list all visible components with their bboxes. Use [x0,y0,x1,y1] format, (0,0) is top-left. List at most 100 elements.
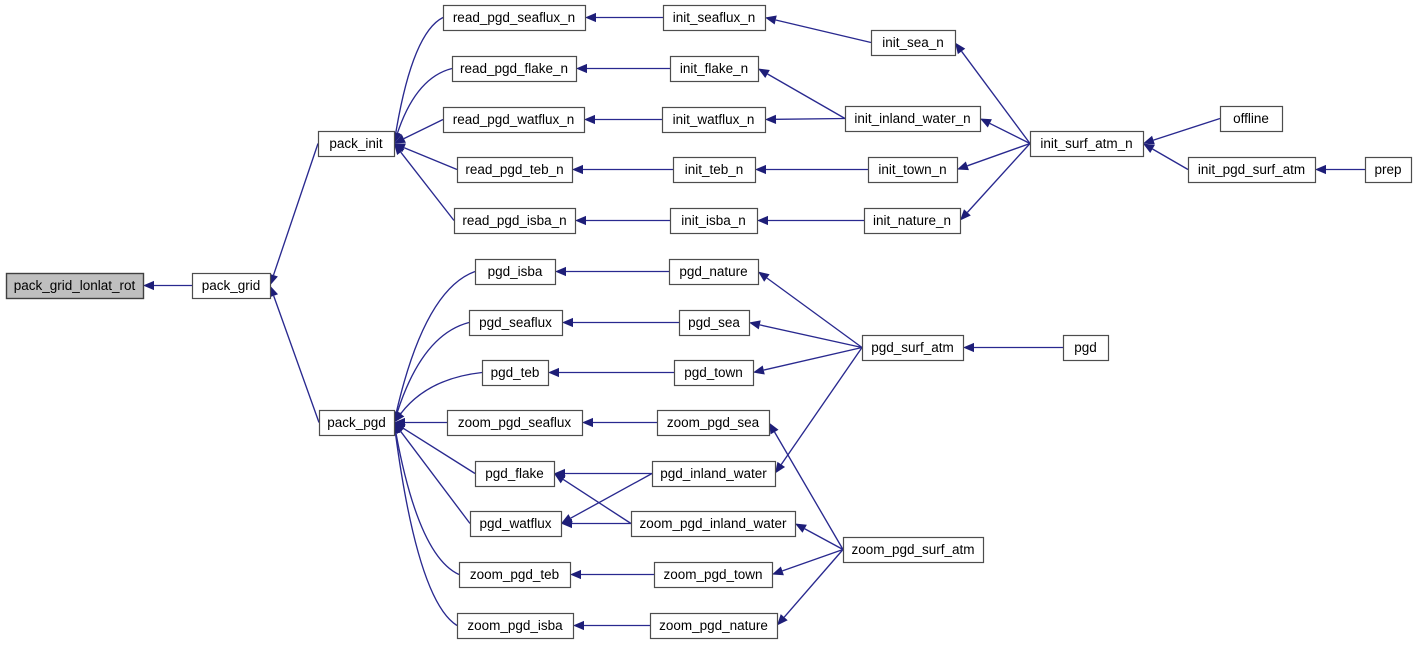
graph-node-init_flake_n[interactable]: init_flake_n [669,55,760,83]
graph-node-init_teb_n[interactable]: init_teb_n [672,156,757,184]
graph-node-prep[interactable]: prep [1364,156,1413,184]
node-box[interactable] [842,536,985,564]
node-box[interactable] [451,55,578,83]
node-box[interactable] [456,156,574,184]
node-box[interactable] [661,106,767,134]
node-box[interactable] [1029,130,1145,158]
node-box[interactable] [867,156,959,184]
node-box[interactable] [630,510,797,538]
node-box[interactable] [442,106,586,134]
graph-node-pgd[interactable]: pgd [1062,334,1110,362]
node-box[interactable] [469,510,563,538]
graph-node-offline[interactable]: offline [1219,105,1284,133]
node-box[interactable] [870,29,957,57]
graph-node-pack_pgd[interactable]: pack_pgd [318,409,396,437]
arrowhead-icon [576,63,587,74]
node-box[interactable] [649,612,779,640]
graph-node-init_sea_n[interactable]: init_sea_n [870,29,957,57]
graph-node-pgd_isba[interactable]: pgd_isba [474,258,557,286]
graph-node-init_inland_water_n[interactable]: init_inland_water_n [844,105,982,133]
node-box[interactable] [458,561,572,589]
call-edge [989,122,1031,145]
node-box[interactable] [1187,156,1317,184]
node-box[interactable] [474,258,557,286]
node-box[interactable] [669,207,759,235]
node-box[interactable] [481,359,550,387]
call-edge [961,50,1031,144]
graph-node-pgd_seaflux[interactable]: pgd_seaflux [468,309,564,337]
node-box[interactable] [672,156,757,184]
arrowhead-icon [758,271,770,282]
call-edge [966,143,1031,213]
node-box[interactable] [861,334,965,362]
graph-node-pgd_surf_atm[interactable]: pgd_surf_atm [861,334,965,362]
call-edge [395,16,444,133]
graph-node-pgd_sea[interactable]: pgd_sea [678,309,751,337]
node-box[interactable] [669,55,760,83]
call-edge [766,277,863,349]
call-edge [763,346,863,371]
node-box[interactable] [662,4,767,32]
graph-node-init_town_n[interactable]: init_town_n [867,156,959,184]
call-edge [402,427,476,475]
node-box[interactable] [678,309,751,337]
graph-node-init_watflux_n[interactable]: init_watflux_n [661,106,767,134]
node-box[interactable] [442,4,587,32]
node-box[interactable] [1364,156,1413,184]
arrowhead-icon [561,518,572,529]
node-box[interactable] [191,272,272,300]
arrowhead-icon [955,42,966,55]
graph-node-pack_grid_lonlat_rot[interactable]: pack_grid_lonlat_rot [5,272,145,300]
graph-node-zoom_pgd_nature[interactable]: zoom_pgd_nature [649,612,779,640]
node-box[interactable] [673,359,755,387]
graph-node-read_pgd_flake_n[interactable]: read_pgd_flake_n [451,55,578,83]
node-box[interactable] [1219,105,1284,133]
node-box[interactable] [317,130,396,158]
node-box[interactable] [668,258,760,286]
graph-node-zoom_pgd_inland_water[interactable]: zoom_pgd_inland_water [630,510,797,538]
graph-node-zoom_pgd_seaflux[interactable]: zoom_pgd_seaflux [446,409,584,437]
graph-node-read_pgd_teb_n[interactable]: read_pgd_teb_n [456,156,574,184]
call-edge [775,117,846,121]
arrowhead-icon [554,473,566,484]
graph-node-read_pgd_watflux_n[interactable]: read_pgd_watflux_n [442,106,586,134]
node-box[interactable] [651,460,777,488]
node-box[interactable] [844,105,982,133]
graph-node-pgd_nature[interactable]: pgd_nature [668,258,760,286]
graph-node-read_pgd_isba_n[interactable]: read_pgd_isba_n [453,207,577,235]
graph-node-init_pgd_surf_atm[interactable]: init_pgd_surf_atm [1187,156,1317,184]
graph-node-pgd_watflux[interactable]: pgd_watflux [469,510,563,538]
graph-node-init_isba_n[interactable]: init_isba_n [669,207,759,235]
call-edge [967,142,1031,167]
arrowhead-icon [143,280,154,291]
graph-node-init_seaflux_n[interactable]: init_seaflux_n [662,4,767,32]
arrowhead-icon [1143,135,1155,145]
graph-node-zoom_pgd_teb[interactable]: zoom_pgd_teb [458,561,572,589]
node-box[interactable] [656,409,771,437]
graph-node-zoom_pgd_sea[interactable]: zoom_pgd_sea [656,409,771,437]
node-box[interactable] [653,561,774,589]
graph-node-pgd_teb[interactable]: pgd_teb [481,359,550,387]
graph-node-zoom_pgd_isba[interactable]: zoom_pgd_isba [456,612,575,640]
node-box[interactable] [863,207,962,235]
node-box[interactable] [453,207,577,235]
node-box[interactable] [1062,334,1110,362]
call-edge [570,472,653,519]
graph-node-pack_init[interactable]: pack_init [317,130,396,158]
arrowhead-icon [394,134,406,144]
node-box[interactable] [5,272,145,300]
node-box[interactable] [446,409,584,437]
graph-node-zoom_pgd_surf_atm[interactable]: zoom_pgd_surf_atm [842,536,985,564]
graph-node-pack_grid[interactable]: pack_grid [191,272,272,300]
node-box[interactable] [456,612,575,640]
node-box[interactable] [474,460,556,488]
graph-node-read_pgd_seaflux_n[interactable]: read_pgd_seaflux_n [442,4,587,32]
graph-node-init_nature_n[interactable]: init_nature_n [863,207,962,235]
graph-node-pgd_town[interactable]: pgd_town [673,359,755,387]
node-box[interactable] [318,409,396,437]
graph-node-pgd_inland_water[interactable]: pgd_inland_water [651,460,777,488]
node-box[interactable] [468,309,564,337]
graph-node-init_surf_atm_n[interactable]: init_surf_atm_n [1029,130,1145,158]
graph-node-zoom_pgd_town[interactable]: zoom_pgd_town [653,561,774,589]
graph-node-pgd_flake[interactable]: pgd_flake [474,460,556,488]
